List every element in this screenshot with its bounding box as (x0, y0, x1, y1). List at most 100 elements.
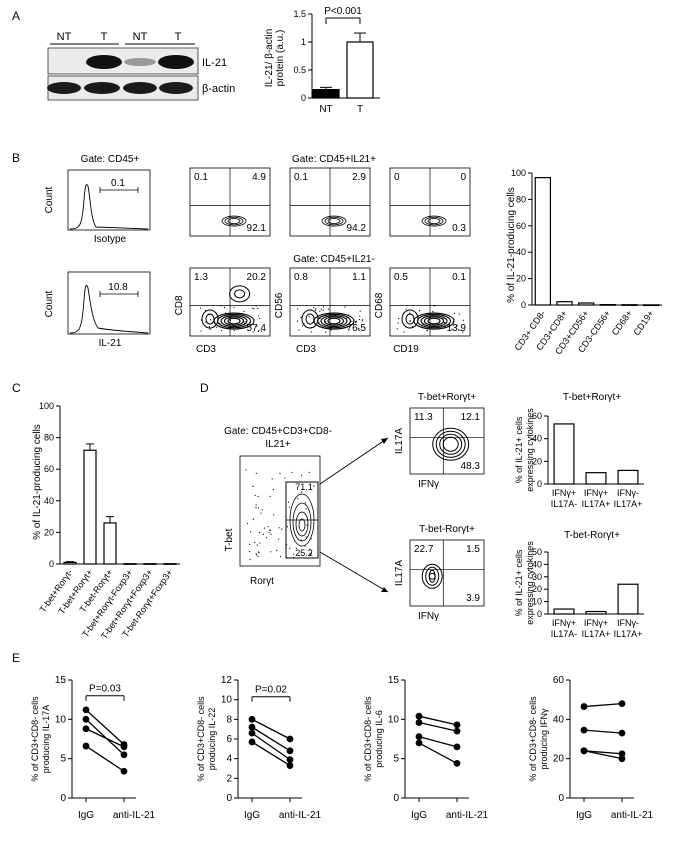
event-dot (361, 320, 363, 322)
panel-label-d: D (200, 381, 209, 395)
series-line (583, 702, 623, 708)
event-dot (305, 536, 307, 538)
category-label: IL17A+ (582, 499, 611, 509)
axis-label: CD3 (196, 344, 216, 355)
event-dot (297, 308, 299, 310)
contour-ring (424, 216, 444, 226)
axis-label: producing IL-22 (207, 708, 217, 771)
event-dot (219, 322, 221, 325)
contour-ring (327, 218, 341, 225)
quadrant-value: 94.2 (347, 223, 367, 234)
axis-label: IFNγ (418, 479, 439, 490)
quadrant-value: 48.3 (461, 461, 481, 472)
series-line (85, 718, 125, 756)
contour-ring (234, 289, 246, 299)
contour-ring (221, 215, 247, 227)
event-dot (270, 533, 272, 535)
event-dot (423, 323, 425, 325)
y-tick-label: 40 (532, 559, 542, 569)
event-dot (281, 528, 283, 530)
category-label: CD68+ (610, 308, 634, 337)
category-label: IL17A+ (614, 499, 643, 509)
a-ylabel: protein (a.u.) (275, 30, 286, 87)
data-point (415, 739, 423, 747)
series-line (418, 736, 458, 748)
y-tick-label: 0 (49, 559, 54, 569)
data-point (120, 767, 128, 775)
contour-ring (229, 285, 251, 303)
quadrant-value: 2.9 (352, 172, 366, 183)
event-dot (355, 322, 357, 324)
bar (553, 608, 575, 615)
event-dot (265, 537, 268, 539)
data-point (286, 762, 294, 769)
event-dot (296, 320, 299, 322)
contour-ring (442, 436, 459, 452)
event-dot (433, 328, 435, 330)
event-dot (433, 305, 435, 307)
y-tick-label: 0.5 (293, 65, 306, 75)
axis-label: producing IL-17A (41, 705, 51, 774)
contour-ring (327, 317, 341, 325)
axis-label: expressing cytokines (525, 541, 535, 625)
data-point (82, 725, 90, 733)
event-dot (255, 504, 257, 506)
y-tick-label: 40 (532, 434, 542, 444)
event-dot (255, 472, 257, 474)
event-dot (309, 548, 311, 550)
quadrant-value: 0 (394, 172, 400, 183)
contour-ring (227, 317, 241, 325)
category-label: IFNγ- (617, 618, 639, 628)
event-dot (313, 307, 315, 309)
contour-ring (227, 218, 241, 225)
category-label: IFNγ+ (584, 618, 608, 628)
event-dot (334, 314, 336, 316)
event-dot (224, 312, 227, 314)
b-gate-bottom: Gate: CD45+IL21- (293, 254, 374, 265)
event-dot (263, 527, 266, 529)
data-point (120, 751, 128, 759)
chart-title: T-bet-Rorγt+ (564, 530, 620, 541)
plot-title: T-bet+Rorγt+ (418, 392, 477, 403)
event-dot (405, 308, 407, 310)
contour-ring (425, 566, 440, 586)
event-dot (288, 501, 290, 503)
event-dot (252, 331, 254, 333)
plot-frame (409, 407, 485, 475)
event-dot (230, 316, 232, 318)
category-label: IgG (244, 810, 260, 821)
event-dot (404, 311, 406, 313)
event-dot (416, 324, 418, 327)
category-label: IFNγ+ (584, 488, 608, 498)
y-tick-label: 5 (60, 754, 66, 765)
data-point (618, 750, 626, 758)
data-point (248, 723, 256, 731)
axis-label: CD19 (393, 344, 419, 355)
event-dot (247, 323, 249, 326)
event-dot (398, 318, 400, 320)
b-hist-ylabel: Count (44, 186, 55, 213)
bar (312, 88, 340, 99)
event-dot (436, 323, 438, 326)
event-dot (298, 329, 300, 331)
event-dot (243, 322, 246, 325)
y-tick-label: 100 (511, 168, 526, 178)
axis-label: % of CD3+CD8- cells (30, 696, 40, 782)
event-dot (269, 529, 272, 531)
event-dot (351, 320, 353, 323)
axis-label: IL17A (394, 428, 405, 454)
event-dot (279, 556, 282, 558)
event-dot (431, 323, 433, 325)
event-dot (344, 306, 346, 308)
event-dot (200, 330, 202, 332)
contour-ring (405, 313, 415, 325)
axis-label: % of CD3+CD8- cells (528, 696, 538, 782)
quadrant-value: 1.1 (352, 272, 366, 283)
contour-ring (305, 313, 315, 325)
event-dot (313, 485, 315, 487)
data-point (415, 733, 423, 741)
event-dot (246, 522, 249, 525)
d-gate: Gate: CD45+CD3+CD8- (224, 426, 332, 437)
